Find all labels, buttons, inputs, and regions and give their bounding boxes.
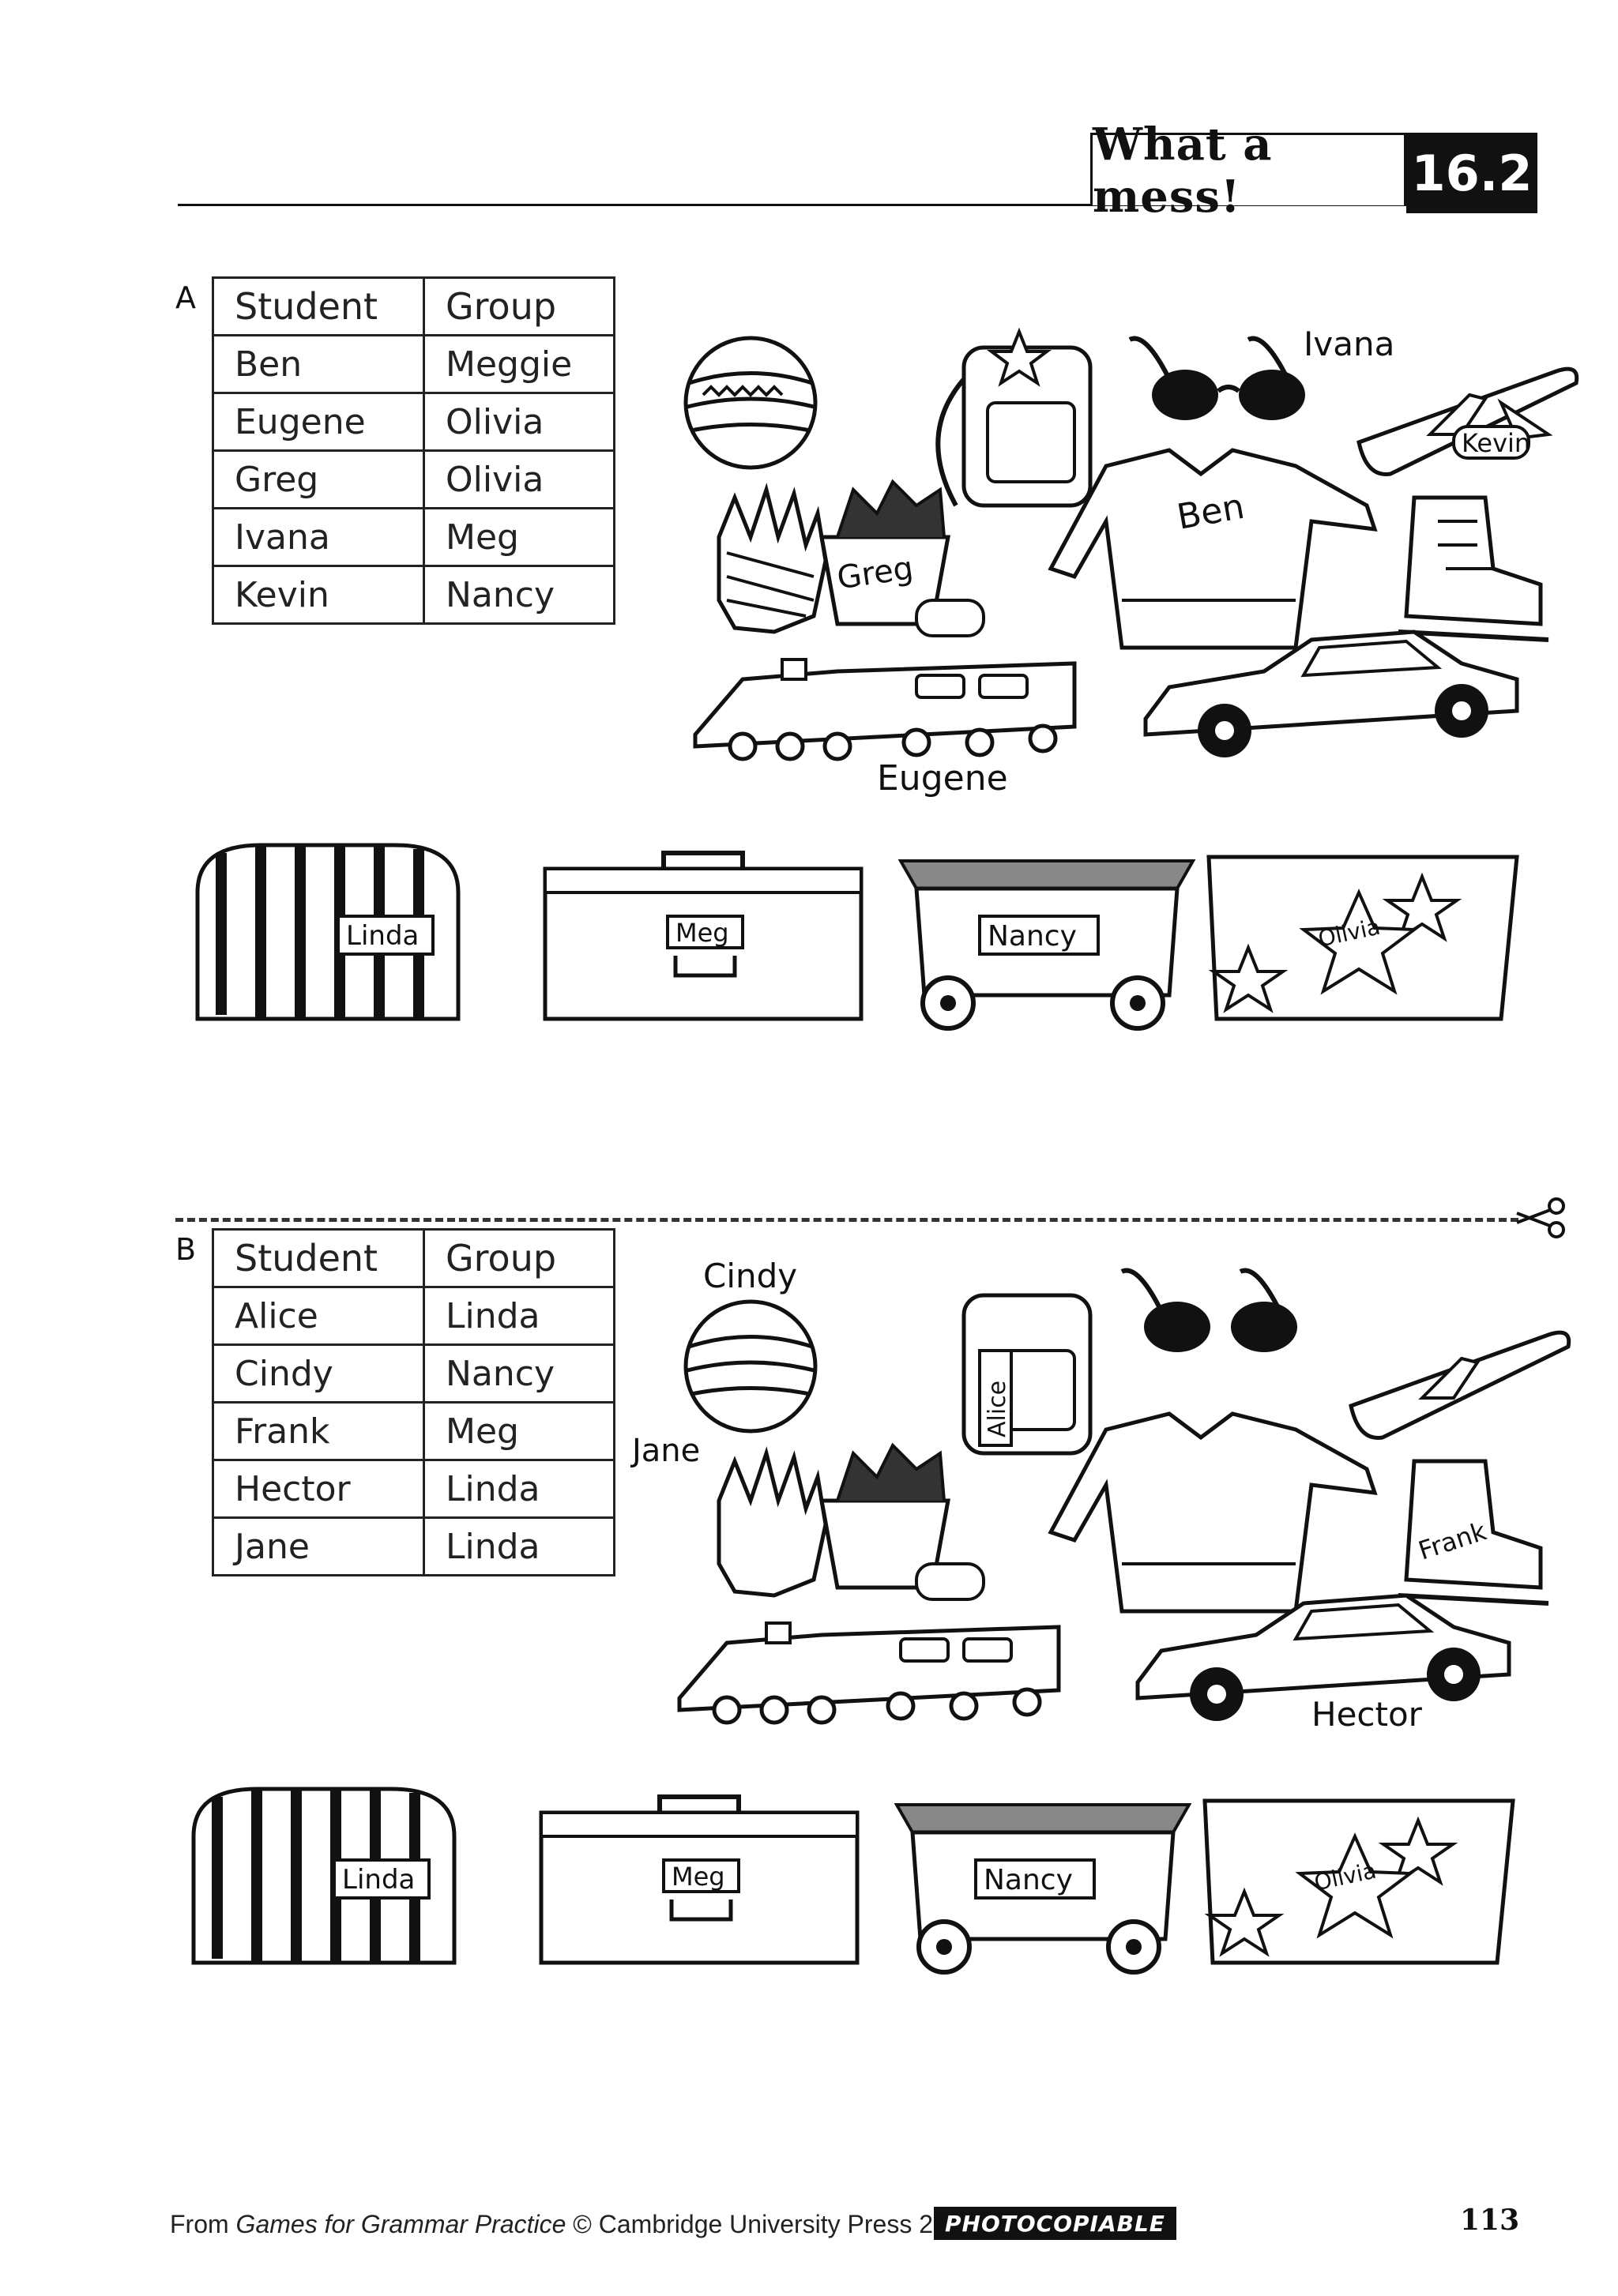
student-cell: Eugene <box>212 392 425 452</box>
table-row: Cindy Nancy <box>212 1343 615 1404</box>
group-cell: Linda <box>423 1286 615 1346</box>
group-cell: Linda <box>423 1516 615 1576</box>
group-cell: Meggie <box>423 334 615 394</box>
plane-label: Kevin <box>1462 428 1530 458</box>
table-header-row: Student Group <box>212 1228 615 1288</box>
student-cell: Hector <box>212 1459 425 1519</box>
header-rule <box>178 204 1537 206</box>
column-header-group: Group <box>423 276 615 336</box>
student-cell: Ben <box>212 334 425 394</box>
unit-number: 16.2 <box>1411 144 1533 202</box>
table-row: Alice Linda <box>212 1286 615 1346</box>
gloves-label: Jane <box>630 1433 700 1469</box>
ball-icon <box>683 336 818 470</box>
container-label: Nancy <box>984 1864 1073 1896</box>
bucket-icon <box>819 1442 985 1601</box>
wagon-icon: Nancy <box>897 859 1196 1031</box>
footer-prefix: From <box>170 2210 236 2238</box>
student-cell: Jane <box>212 1516 425 1576</box>
sunglasses-icon <box>1120 1268 1297 1352</box>
table-row: Jane Linda <box>212 1516 615 1576</box>
table-row: Eugene Olivia <box>212 392 615 452</box>
plane-icon: Kevin <box>1356 366 1579 476</box>
table-row: Greg Olivia <box>212 449 615 509</box>
skates-icon: Frank <box>1398 1459 1549 1606</box>
column-header-student: Student <box>212 276 425 336</box>
gloves-icon <box>717 483 828 634</box>
car-icon <box>1143 629 1519 757</box>
group-cell: Linda <box>423 1459 615 1519</box>
star-box-icon: Olivia <box>1202 1798 1515 1965</box>
title-box: What a mess! <box>1090 118 1406 223</box>
section-b-table: Student Group Alice Linda Cindy Nancy Fr… <box>212 1228 615 1576</box>
star-box-icon: Olivia <box>1206 855 1519 1021</box>
group-cell: Olivia <box>423 392 615 452</box>
section-a-letter: A <box>175 280 196 315</box>
student-cell: Greg <box>212 449 425 509</box>
bucket-icon: Greg <box>819 479 985 637</box>
student-cell: Ivana <box>212 507 425 567</box>
gloves-icon: Jane <box>630 1433 828 1598</box>
ball-icon: Cindy <box>683 1257 818 1434</box>
train-icon <box>677 1621 1061 1725</box>
wagon-icon: Nancy <box>894 1803 1192 1975</box>
sunglasses-icon: Ivana <box>1128 325 1394 420</box>
plane-icon <box>1349 1330 1571 1440</box>
section-a-table: Student Group Ben Meggie Eugene Olivia G… <box>212 276 615 625</box>
page-number: 113 <box>1460 2204 1520 2237</box>
group-cell: Meg <box>423 1401 615 1461</box>
group-cell: Meg <box>423 507 615 567</box>
group-cell: Nancy <box>423 565 615 625</box>
section-b-letter: B <box>175 1232 197 1267</box>
student-cell: Cindy <box>212 1343 425 1404</box>
column-header-student: Student <box>212 1228 425 1288</box>
section-b-containers: Linda Meg Nancy Olivia <box>191 1787 1515 1975</box>
skates-icon <box>1398 495 1549 642</box>
table-row: Ben Meggie <box>212 334 615 394</box>
chest-icon: Linda <box>191 1787 457 1965</box>
table-row: Frank Meg <box>212 1401 615 1461</box>
chest-icon: Linda <box>195 843 461 1021</box>
toolbox-icon: Meg <box>543 851 864 1021</box>
backpack-label: Alice <box>984 1381 1011 1437</box>
car-label: Hector <box>1311 1695 1423 1734</box>
page-title: What a mess! <box>1093 118 1273 223</box>
table-row: Ivana Meg <box>212 507 615 567</box>
container-label: Meg <box>672 1862 725 1892</box>
table-row: Hector Linda <box>212 1459 615 1519</box>
table-row: Kevin Nancy <box>212 565 615 625</box>
toolbox-icon: Meg <box>539 1794 860 1965</box>
cut-line <box>175 1218 1518 1222</box>
group-cell: Nancy <box>423 1343 615 1404</box>
footer-suffix: © Cambridge University Press 2001 <box>566 2210 976 2238</box>
container-label: Linda <box>342 1864 415 1896</box>
container-label: Nancy <box>988 920 1077 953</box>
container-label: Linda <box>346 920 419 952</box>
backpack-icon <box>935 327 1093 508</box>
table-header-row: Student Group <box>212 276 615 336</box>
footer-credit: From Games for Grammar Practice © Cambri… <box>170 2210 975 2239</box>
section-b-items: Cindy Alice Jane Frank <box>630 1257 1571 1734</box>
car-icon: Hector <box>1135 1593 1511 1734</box>
column-header-group: Group <box>423 1228 615 1288</box>
scissors-icon <box>1516 1197 1565 1238</box>
section-a-items: Ivana Kevin Greg Ben <box>683 325 1579 799</box>
unit-badge: 16.2 <box>1406 133 1537 213</box>
photocopiable-badge: PHOTOCOPIABLE <box>934 2207 1176 2240</box>
sweater-icon: Ben <box>1048 448 1378 650</box>
group-cell: Olivia <box>423 449 615 509</box>
section-a-containers: Linda Meg Nancy Olivia <box>195 843 1519 1031</box>
container-label: Meg <box>675 918 729 948</box>
book-title: Games for Grammar Practice <box>235 2210 566 2238</box>
sweater-icon <box>1048 1411 1378 1614</box>
sunglasses-label: Ivana <box>1304 325 1394 363</box>
train-icon: Eugene <box>693 658 1077 799</box>
ball-label: Cindy <box>703 1257 797 1295</box>
student-cell: Frank <box>212 1401 425 1461</box>
train-label: Eugene <box>877 758 1008 799</box>
student-cell: Alice <box>212 1286 425 1346</box>
backpack-icon: Alice <box>961 1293 1093 1456</box>
student-cell: Kevin <box>212 565 425 625</box>
